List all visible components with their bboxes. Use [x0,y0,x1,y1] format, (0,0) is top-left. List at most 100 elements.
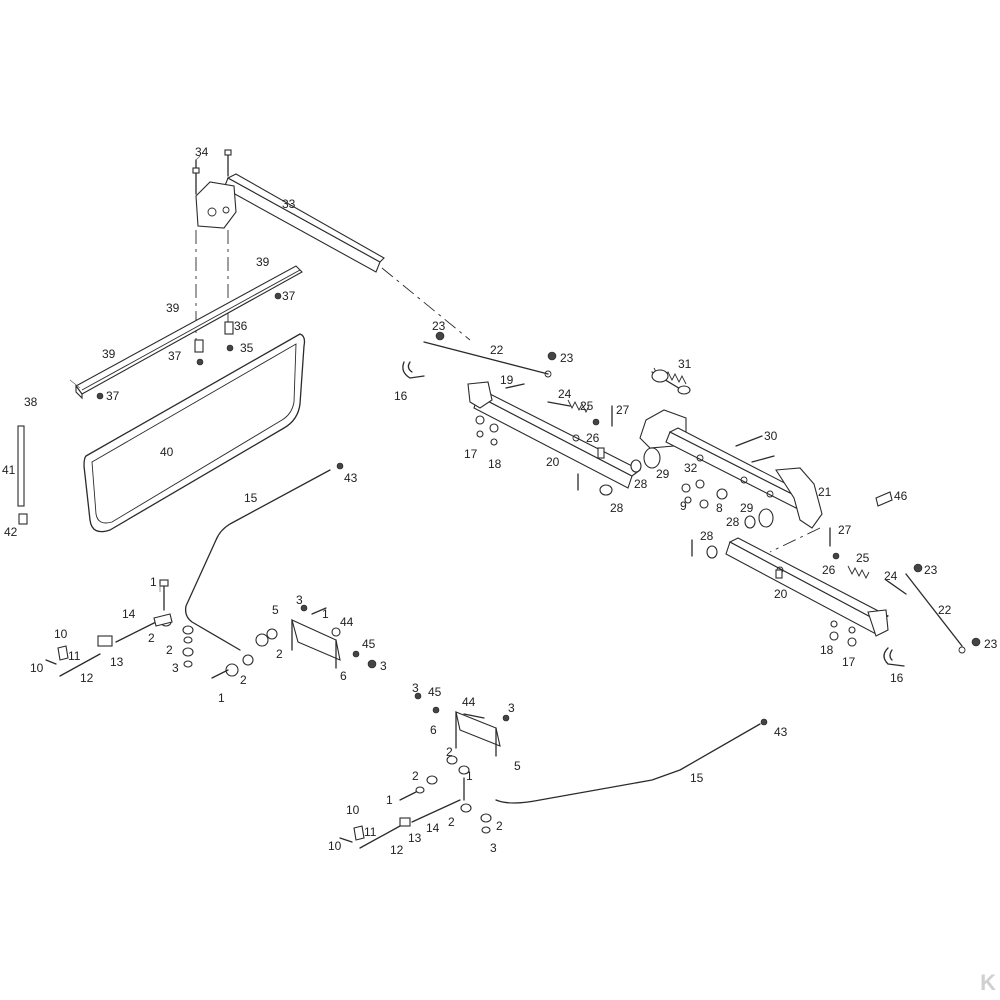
callout-37: 37 [282,289,296,303]
callout-28: 28 [610,501,624,515]
callout-18: 18 [488,457,502,471]
callout-40: 40 [160,445,174,459]
small-parts-lower-right [829,527,981,667]
callout-27: 27 [616,403,630,417]
callout-18: 18 [820,643,834,657]
callout-45: 45 [428,685,442,699]
callout-33: 33 [282,197,296,211]
callout-1: 1 [322,607,329,621]
callout-25: 25 [856,551,870,565]
callout-15: 15 [690,771,704,785]
callout-2: 2 [412,769,419,783]
callout-41: 41 [2,463,16,477]
callout-3: 3 [172,661,179,675]
callout-1: 1 [150,575,157,589]
part-41-strap [17,425,28,525]
part-40-panel [83,333,306,533]
callout-19: 19 [500,373,514,387]
part-33-top-frame [192,149,385,273]
callout-23: 23 [924,563,938,577]
callout-10: 10 [54,627,68,641]
small-parts-upper [475,383,661,496]
callout-9: 9 [680,499,687,513]
callout-34: 34 [195,145,209,159]
callout-30: 30 [764,429,778,443]
callout-24: 24 [558,387,572,401]
callout-3: 3 [490,841,497,855]
callout-28: 28 [634,477,648,491]
callout-8: 8 [716,501,723,515]
brand-mark: K [980,970,996,995]
callout-44: 44 [340,615,354,629]
bracket-assembly-bottom [339,692,510,849]
part-20-lower-beam [691,537,890,637]
callout-10: 10 [328,839,342,853]
callout-3: 3 [380,659,387,673]
callout-16: 16 [890,671,904,685]
callout-3: 3 [508,701,515,715]
callout-37: 37 [168,349,182,363]
callout-5: 5 [514,759,521,773]
callout-39: 39 [102,347,116,361]
callout-17: 17 [464,447,478,461]
callout-22: 22 [490,343,504,357]
callout-45: 45 [362,637,376,651]
callout-20: 20 [546,455,560,469]
callout-2: 2 [240,673,247,687]
part-21-center-frame [639,409,823,529]
callout-39: 39 [256,255,270,269]
callout-37: 37 [106,389,120,403]
callout-14: 14 [426,821,440,835]
callout-2: 2 [276,647,283,661]
part-15-rod-left [184,462,344,651]
callout-16: 16 [394,389,408,403]
part-rail-37 [75,265,303,400]
callout-2: 2 [448,815,455,829]
callout-38: 38 [24,395,38,409]
callout-12: 12 [390,843,404,857]
part-22-cable-upper [402,331,557,379]
callout-28: 28 [726,515,740,529]
callout-15: 15 [244,491,258,505]
callout-6: 6 [340,669,347,683]
callout-23: 23 [560,351,574,365]
callout-43: 43 [344,471,358,485]
callout-43: 43 [774,725,788,739]
callout-28: 28 [700,529,714,543]
callout-2: 2 [446,745,453,759]
callout-44: 44 [462,695,476,709]
callout-2: 2 [496,819,503,833]
assembly-axis-21-20 [769,527,821,553]
callout-1: 1 [386,793,393,807]
callout-35: 35 [240,341,254,355]
callout-46: 46 [894,489,908,503]
callout-11: 11 [68,649,81,663]
callout-42: 42 [4,525,18,539]
callout-26: 26 [586,431,600,445]
assembly-axis-33-20 [381,267,471,341]
callout-39: 39 [166,301,180,315]
callout-labels: 34 33 39 37 39 36 37 35 39 37 38 41 42 4… [2,145,998,857]
callout-25: 25 [580,399,594,413]
callout-36: 36 [234,319,248,333]
callout-27: 27 [838,523,852,537]
callout-21: 21 [818,485,832,499]
callout-23: 23 [432,319,446,333]
leader-lines [69,155,201,592]
callout-10: 10 [30,661,44,675]
callout-32: 32 [684,461,698,475]
callout-26: 26 [822,563,836,577]
callout-29: 29 [656,467,670,481]
callout-17: 17 [842,655,856,669]
callout-20: 20 [774,587,788,601]
part-20-upper-beam [467,381,642,489]
part-31-spring [651,367,691,395]
callout-11: 11 [364,825,377,839]
callout-6: 6 [430,723,437,737]
callout-14: 14 [122,607,136,621]
callout-29: 29 [740,501,754,515]
callout-2: 2 [166,643,173,657]
callout-22: 22 [938,603,952,617]
